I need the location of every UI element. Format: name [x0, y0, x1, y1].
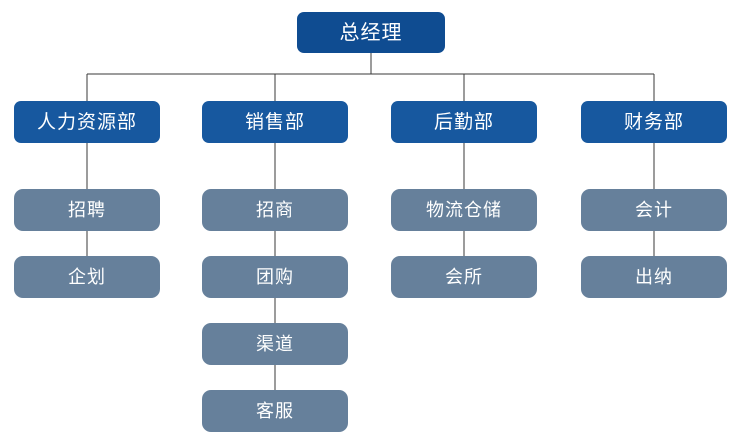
- node-label: 物流仓储: [426, 200, 502, 220]
- node-label: 销售部: [244, 111, 305, 133]
- node-finance-department[interactable]: 财务部: [581, 101, 727, 143]
- node-logistics-warehousing[interactable]: 物流仓储: [391, 189, 537, 231]
- node-planning[interactable]: 企划: [14, 256, 160, 298]
- node-label: 渠道: [256, 334, 294, 354]
- node-label: 财务部: [623, 111, 684, 133]
- node-label: 企划: [68, 267, 106, 287]
- node-recruitment[interactable]: 招聘: [14, 189, 160, 231]
- node-hr-department[interactable]: 人力资源部: [14, 101, 160, 143]
- node-customer-service[interactable]: 客服: [202, 390, 348, 432]
- node-investment[interactable]: 招商: [202, 189, 348, 231]
- node-label: 团购: [256, 267, 294, 287]
- node-cashier[interactable]: 出纳: [581, 256, 727, 298]
- node-logistics-department[interactable]: 后勤部: [391, 101, 537, 143]
- node-label: 出纳: [635, 267, 673, 287]
- node-channel[interactable]: 渠道: [202, 323, 348, 365]
- node-label: 招聘: [68, 200, 106, 220]
- node-accounting[interactable]: 会计: [581, 189, 727, 231]
- node-label: 客服: [256, 401, 294, 421]
- node-label: 人力资源部: [36, 111, 137, 133]
- node-label: 招商: [256, 200, 294, 220]
- node-group-buying[interactable]: 团购: [202, 256, 348, 298]
- node-label: 后勤部: [433, 111, 494, 133]
- node-label: 会计: [635, 200, 673, 220]
- node-label: 会所: [445, 267, 483, 287]
- node-general-manager[interactable]: 总经理: [297, 12, 445, 53]
- node-clubhouse[interactable]: 会所: [391, 256, 537, 298]
- node-label: 总经理: [339, 21, 403, 44]
- node-sales-department[interactable]: 销售部: [202, 101, 348, 143]
